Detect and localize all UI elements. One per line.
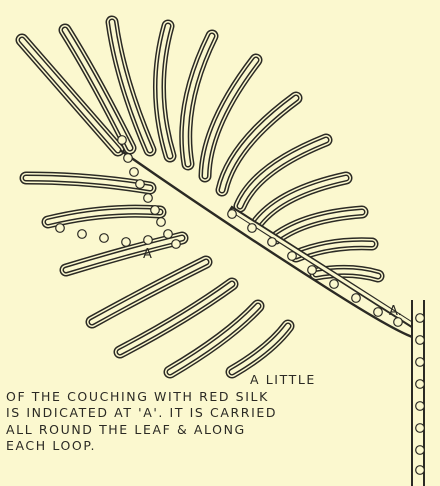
couching-stitch <box>374 308 383 317</box>
couching-stitch <box>352 294 361 303</box>
couching-stitch <box>416 402 425 411</box>
couching-stitch <box>416 358 425 367</box>
couching-stitch <box>248 224 257 233</box>
couching-stitch <box>100 234 109 243</box>
couching-stitch <box>157 218 166 227</box>
couching-stitch <box>144 236 153 245</box>
couching-stitch <box>172 240 181 249</box>
couching-stitch <box>122 238 131 247</box>
couching-stitch <box>416 314 425 323</box>
couching-stitch <box>308 266 317 275</box>
couching-stitch <box>416 380 425 389</box>
couching-stitch <box>228 210 237 219</box>
caption-line-4: ALL ROUND THE LEAF & ALONG <box>6 422 296 439</box>
label-a-left: A <box>143 247 152 262</box>
couched-loops <box>22 22 378 372</box>
label-a-right: A. <box>389 304 402 319</box>
couching-stitch <box>164 230 173 239</box>
couching-stitch <box>416 466 425 475</box>
couching-stitch <box>124 154 133 163</box>
couching-stitch <box>56 224 65 233</box>
couching-stitch <box>288 252 297 261</box>
caption-line-1: A LITTLE <box>6 372 296 389</box>
couching-stitch <box>136 180 145 189</box>
caption-line-5: EACH LOOP. <box>6 438 296 455</box>
caption-line-3: IS INDICATED AT 'A'. IT IS CARRIED <box>6 405 296 422</box>
couching-stitch <box>268 238 277 247</box>
couching-stitch <box>78 230 87 239</box>
couching-stitch <box>416 336 425 345</box>
couching-stitch <box>330 280 339 289</box>
couching-stitch <box>130 168 139 177</box>
couching-stitch <box>151 206 160 215</box>
caption-line-2: OF THE COUCHING WITH RED SILK <box>6 389 296 406</box>
caption: A LITTLE OF THE COUCHING WITH RED SILK I… <box>6 372 296 455</box>
couching-stitch <box>118 136 127 145</box>
couching-stitch <box>144 194 153 203</box>
couching-stitch <box>416 424 425 433</box>
couching-stitch <box>416 446 425 455</box>
